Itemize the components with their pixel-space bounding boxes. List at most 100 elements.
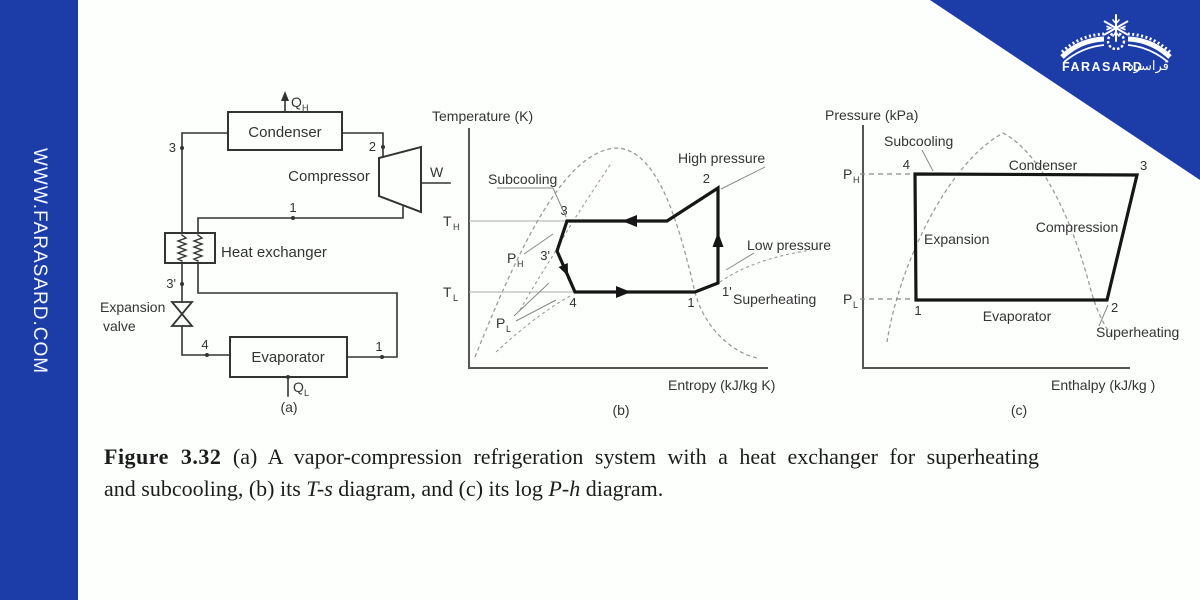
website-watermark: WWW.FARASARD.COM [29,148,50,375]
th-subscript: H [453,222,460,232]
figure-number: Figure 3.32 [104,444,222,469]
gear-ring-icon [1106,31,1126,51]
up-arrow-icon [281,91,289,101]
ph-state-2: 2 [1111,300,1118,315]
logo-text-arabic: فراسرد [1128,58,1169,74]
pl-subscript-c: L [853,300,858,310]
corner-banner-triangle [930,0,1200,180]
liquid-line-3p: 3' [166,262,184,303]
ph-symbol-b: P [507,250,516,266]
caption-part-1: (a) A vapor-compression refrigeration sy… [221,444,1039,469]
qh-subscript: H [302,103,309,113]
evap-outlet-line: 1 [197,262,398,359]
ts-cycle-path [555,185,720,294]
tl-subscript: L [453,293,458,303]
expansion-valve-label-1: Expansion [100,299,165,315]
ts-state-2: 2 [703,171,710,186]
schematic-a: Condenser Q H 3 2 Compressor W [100,91,451,415]
subfigure-c-caption: (c) [1011,402,1027,418]
ph-axes [862,125,1130,369]
pl-leader-lines [513,282,557,322]
ph-state-1: 1 [914,303,921,318]
condenser-label: Condenser [248,124,321,141]
ts-state-3p: 3' [540,248,550,263]
ph-leader-line [523,233,554,255]
ph-superheating-label: Superheating [1096,324,1179,340]
state-1-suction-label: 1 [289,200,296,215]
logo-text: FARASARD [1062,60,1143,74]
down-arrow-icon [558,263,568,276]
ts-low-pressure-isobar [495,295,571,353]
figure-caption: Figure 3.32 (a) A vapor-compression refr… [104,441,1190,505]
th-symbol: T [443,213,452,229]
left-brand-bar: WWW.FARASARD.COM [0,0,78,600]
ph-superheating-leader [1098,304,1109,327]
ph-expansion-label: Expansion [924,231,989,247]
ts-state-1: 1 [687,295,694,310]
ph-diagram: Pressure (kPa) P H P L 4 3 1 2 Condenser… [825,107,1179,418]
high-pressure-leader [720,166,766,190]
caption-part-2: and subcooling, (b) its [104,476,307,501]
ph-subcooling-leader [921,149,934,172]
ph-xaxis-label: Enthalpy (kJ/kg ) [1051,377,1155,393]
ql-heat-line: Q L [286,375,309,398]
ts-high-pressure-isobar [519,161,613,311]
compressor-label: Compressor [288,168,370,185]
ts-xaxis-label: Entropy (kJ/kg K) [668,377,775,393]
ph-subscript-c: H [853,175,860,185]
caption-part-4: diagram. [580,476,664,501]
ph-cycle-path [913,172,1140,302]
pl-symbol-c: P [843,291,852,307]
expansion-valve-label-2: valve [103,318,136,334]
ph-evaporator-label: Evaporator [983,308,1052,324]
ts-saturation-dome [474,147,758,359]
ts-state-4: 4 [569,295,576,310]
caption-part-3: diagram, and (c) its log [332,476,549,501]
farasard-logo: FARASARD فراسرد [1060,14,1172,74]
heat-exchanger-label: Heat exchanger [221,244,327,261]
expansion-valve-symbol [170,301,194,327]
coil-icon [176,234,188,262]
liquid-line-3: 3 [169,132,229,234]
ts-state-3: 3 [560,203,567,218]
right-arrow-icon [616,286,631,298]
ph-yaxis-label: Pressure (kPa) [825,107,918,123]
caption-ts-italic: T-s [306,476,333,501]
ph-state-3: 3 [1140,158,1147,173]
work-symbol: W [430,164,444,180]
ts-low-pressure-isobar-superheat [719,249,813,283]
ts-superheating-label: Superheating [733,291,816,307]
pl-subscript-b: L [506,324,511,334]
ph-subscript-b: H [517,259,524,269]
ph-compression-label: Compression [1036,219,1118,235]
ph-state-4: 4 [903,157,910,172]
ts-axes [468,128,768,369]
discharge-line-2: 2 [341,132,385,158]
subcooling-leader [497,187,567,218]
ph-subcooling-label: Subcooling [884,133,953,149]
qh-symbol: Q [291,94,302,110]
ts-yaxis-label: Temperature (K) [432,108,533,124]
state-4-label: 4 [201,337,208,352]
suction-line-1: 1 [197,200,404,234]
state-2-label: 2 [369,139,376,154]
line-4: 4 [181,325,231,357]
low-pressure-leader [725,252,755,271]
tl-symbol: T [443,284,452,300]
pl-symbol-b: P [496,315,505,331]
evaporator-label: Evaporator [251,349,324,366]
subfigure-b-caption: (b) [612,402,629,418]
state-3-label: 3 [169,140,176,155]
compressor-symbol [378,145,422,214]
state-3p-label: 3' [166,276,176,291]
ts-high-pressure-label: High pressure [678,150,765,166]
ql-subscript: L [304,388,309,398]
ts-flow-arrows [558,215,724,298]
ph-symbol-c: P [843,166,852,182]
subfigure-a-caption: (a) [280,399,297,415]
ts-subcooling-label: Subcooling [488,171,557,187]
ql-symbol: Q [293,379,304,395]
ts-state-1p: 1' [722,284,732,299]
logo-bands-icon [1060,32,1172,63]
work-line: W [420,164,451,184]
